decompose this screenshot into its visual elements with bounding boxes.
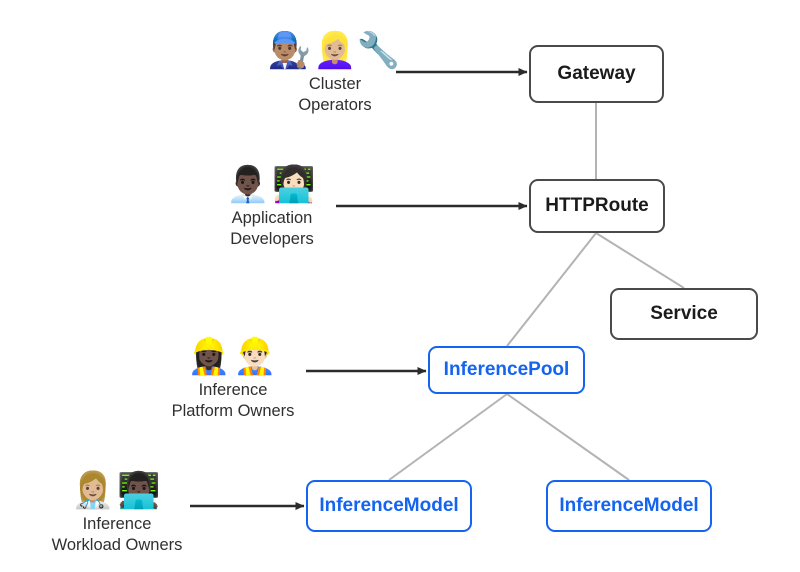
node-inferencepool[interactable]: InferencePool [428, 346, 585, 394]
edge-inferencepool-to-model-right [506, 393, 630, 481]
persona-avatars-inference-platform-owners: 👷🏿‍♀️👷🏻‍♂️ [187, 337, 279, 377]
node-label-gateway: Gateway [557, 62, 636, 84]
edge-httproute-to-inferencepool [506, 232, 597, 347]
persona-avatars-inference-workload-owners: 👩🏼‍⚕️👨🏿‍💻 [71, 471, 163, 511]
edge-httproute-to-service [595, 232, 685, 289]
persona-inference-platform-owners: 👷🏿‍♀️👷🏻‍♂️ Inference Platform Owners [152, 336, 314, 422]
node-httproute[interactable]: HTTPRoute [529, 179, 665, 233]
node-label-httproute: HTTPRoute [545, 194, 649, 216]
persona-avatars-cluster-operators: 👨🏽‍🔧👱🏼‍♀️‍🔧 [267, 31, 403, 71]
persona-cluster-operators: 👨🏽‍🔧👱🏼‍♀️‍🔧 Cluster Operators [255, 30, 415, 116]
node-service[interactable]: Service [610, 288, 758, 340]
persona-label-cluster-operators: Cluster Operators [298, 75, 372, 114]
node-gateway[interactable]: Gateway [529, 45, 664, 103]
node-label-inferencepool: InferencePool [443, 358, 570, 380]
persona-inference-workload-owners: 👩🏼‍⚕️👨🏿‍💻 Inference Workload Owners [32, 470, 202, 556]
node-label-inferencemodel-left: InferenceModel [319, 494, 459, 516]
persona-application-developers: 👨🏿‍💼👩🏻‍💻 Application Developers [192, 164, 352, 250]
node-inferencemodel-left[interactable]: InferenceModel [306, 480, 472, 532]
edge-inferencepool-to-model-left [388, 393, 508, 481]
persona-label-application-developers: Application Developers [230, 209, 314, 248]
persona-avatars-application-developers: 👨🏿‍💼👩🏻‍💻 [226, 165, 318, 205]
node-inferencemodel-right[interactable]: InferenceModel [546, 480, 712, 532]
node-label-service: Service [650, 302, 718, 324]
node-label-inferencemodel-right: InferenceModel [559, 494, 699, 516]
persona-arrows [190, 68, 528, 510]
persona-label-inference-workload-owners: Inference Workload Owners [51, 515, 183, 554]
persona-label-inference-platform-owners: Inference Platform Owners [171, 381, 295, 420]
